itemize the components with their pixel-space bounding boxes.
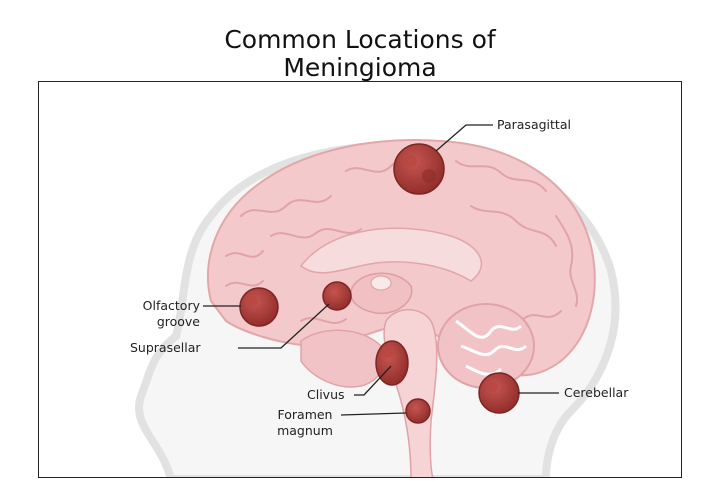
thalamus bbox=[350, 272, 413, 315]
title-line-1: Common Locations of bbox=[224, 25, 496, 54]
label-clivus: Clivus bbox=[307, 387, 345, 402]
tumor-suprasellar bbox=[322, 281, 352, 311]
label-foramen-line2: magnum bbox=[277, 423, 333, 438]
ventricle bbox=[370, 275, 392, 291]
label-olfactory-line2: groove bbox=[157, 314, 200, 329]
tumor-cerebellar bbox=[478, 372, 520, 414]
cerebellum bbox=[437, 303, 535, 389]
corpus-callosum bbox=[299, 227, 483, 282]
leader-lines bbox=[203, 124, 559, 416]
title-line-2: Meningioma bbox=[283, 53, 437, 82]
label-foramen-line1: Foramen bbox=[278, 407, 333, 422]
tumor-olfactory-groove bbox=[239, 287, 279, 327]
gyri-pattern bbox=[225, 160, 579, 324]
diagram-title: Common Locations of Meningioma bbox=[0, 26, 720, 82]
tumor-parasagittal bbox=[393, 143, 445, 195]
brain-illustration: Parasagittal Olfactory groove Suprasella… bbox=[130, 117, 629, 477]
label-olfactory-line1: Olfactory bbox=[143, 298, 201, 313]
label-cerebellar: Cerebellar bbox=[564, 385, 629, 400]
tumor-foramen-magnum bbox=[405, 398, 431, 424]
illustration-frame: Parasagittal Olfactory groove Suprasella… bbox=[38, 81, 682, 478]
label-suprasellar: Suprasellar bbox=[130, 340, 201, 355]
label-parasagittal: Parasagittal bbox=[497, 117, 571, 132]
tumor-clivus bbox=[375, 340, 409, 386]
